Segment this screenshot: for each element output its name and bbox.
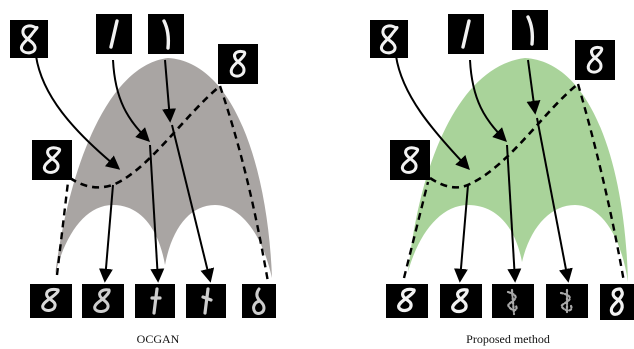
ocgan-decoder-arrow xyxy=(149,144,165,283)
digit-8-glyph xyxy=(609,287,624,316)
digit-8-glyph xyxy=(397,287,416,313)
digit-8-glyph xyxy=(379,24,399,55)
proposed-caption: Proposed method xyxy=(466,332,550,346)
ocgan-output-tile xyxy=(30,284,72,318)
proposed-input-tile xyxy=(390,140,430,180)
digit-1-glyph xyxy=(162,19,171,50)
ocgan-input-tile xyxy=(32,140,72,180)
ocgan-encoder-arrow xyxy=(162,59,177,123)
ocgan-panel xyxy=(10,14,276,318)
proposed-output-tile xyxy=(440,284,482,318)
proposed-left-boundary xyxy=(402,181,430,279)
proposed-input-tile xyxy=(448,14,484,54)
digit-8-glyph xyxy=(400,146,420,174)
proposed-output-tile xyxy=(546,284,588,318)
ocgan-input-tile xyxy=(218,44,258,84)
proposed-decoder-arrow xyxy=(536,117,573,283)
digit-8-glyph xyxy=(42,146,62,174)
digit-8-glyph xyxy=(41,287,60,312)
digit-1-glyph xyxy=(526,15,535,46)
proposed-input-tile xyxy=(512,10,548,50)
proposed-latent-curve xyxy=(429,82,579,189)
ocgan-input-tile xyxy=(96,14,132,54)
ocgan-decoder-arrow xyxy=(171,124,215,283)
proposed-output-tile xyxy=(386,284,428,318)
ocgan-left-boundary xyxy=(55,181,70,276)
proposed-encoder-arrow xyxy=(526,59,541,115)
ocgan-input-tile xyxy=(10,20,48,58)
digit-1-glyph xyxy=(201,287,213,315)
ocgan-caption: OCGAN xyxy=(136,332,180,346)
proposed-panel xyxy=(370,10,634,320)
proposed-output-tile xyxy=(492,284,534,318)
proposed-right-boundary xyxy=(576,83,626,283)
proposed-encoder-arrow xyxy=(395,55,470,171)
ocgan-decoder-arrow xyxy=(98,184,114,283)
ocgan-right-boundary xyxy=(218,85,270,283)
ocgan-latent-curve xyxy=(69,84,221,189)
digit-8-glyph xyxy=(252,287,266,315)
proposed-encoder-arrow xyxy=(469,59,507,142)
proposed-input-tile xyxy=(575,40,615,80)
proposed-decoder-arrow xyxy=(453,184,469,283)
ocgan-encoder-arrow xyxy=(112,59,150,142)
ocgan-input-tile xyxy=(148,14,184,54)
ocgan-manifold-region xyxy=(55,58,272,278)
noisy-digit-glyph xyxy=(506,288,518,316)
digit-8-glyph xyxy=(19,24,39,55)
proposed-decoder-arrow xyxy=(506,144,522,283)
digit-1-glyph xyxy=(109,19,119,49)
ocgan-output-tile xyxy=(135,284,175,318)
digit-1-glyph xyxy=(150,287,162,315)
ocgan-output-tile xyxy=(82,284,124,318)
digit-1-glyph xyxy=(461,19,471,49)
proposed-output-tile xyxy=(600,284,634,320)
digit-8-glyph xyxy=(93,288,111,313)
ocgan-encoder-arrow xyxy=(35,55,121,170)
ocgan-output-tile xyxy=(242,284,276,318)
proposed-manifold-region xyxy=(408,58,628,282)
digit-8-glyph xyxy=(451,288,469,314)
noisy-digit-glyph xyxy=(559,288,573,316)
digit-8-glyph xyxy=(229,49,247,78)
proposed-input-tile xyxy=(370,20,408,58)
ocgan-output-tile xyxy=(186,284,226,318)
digit-8-glyph xyxy=(586,45,604,74)
